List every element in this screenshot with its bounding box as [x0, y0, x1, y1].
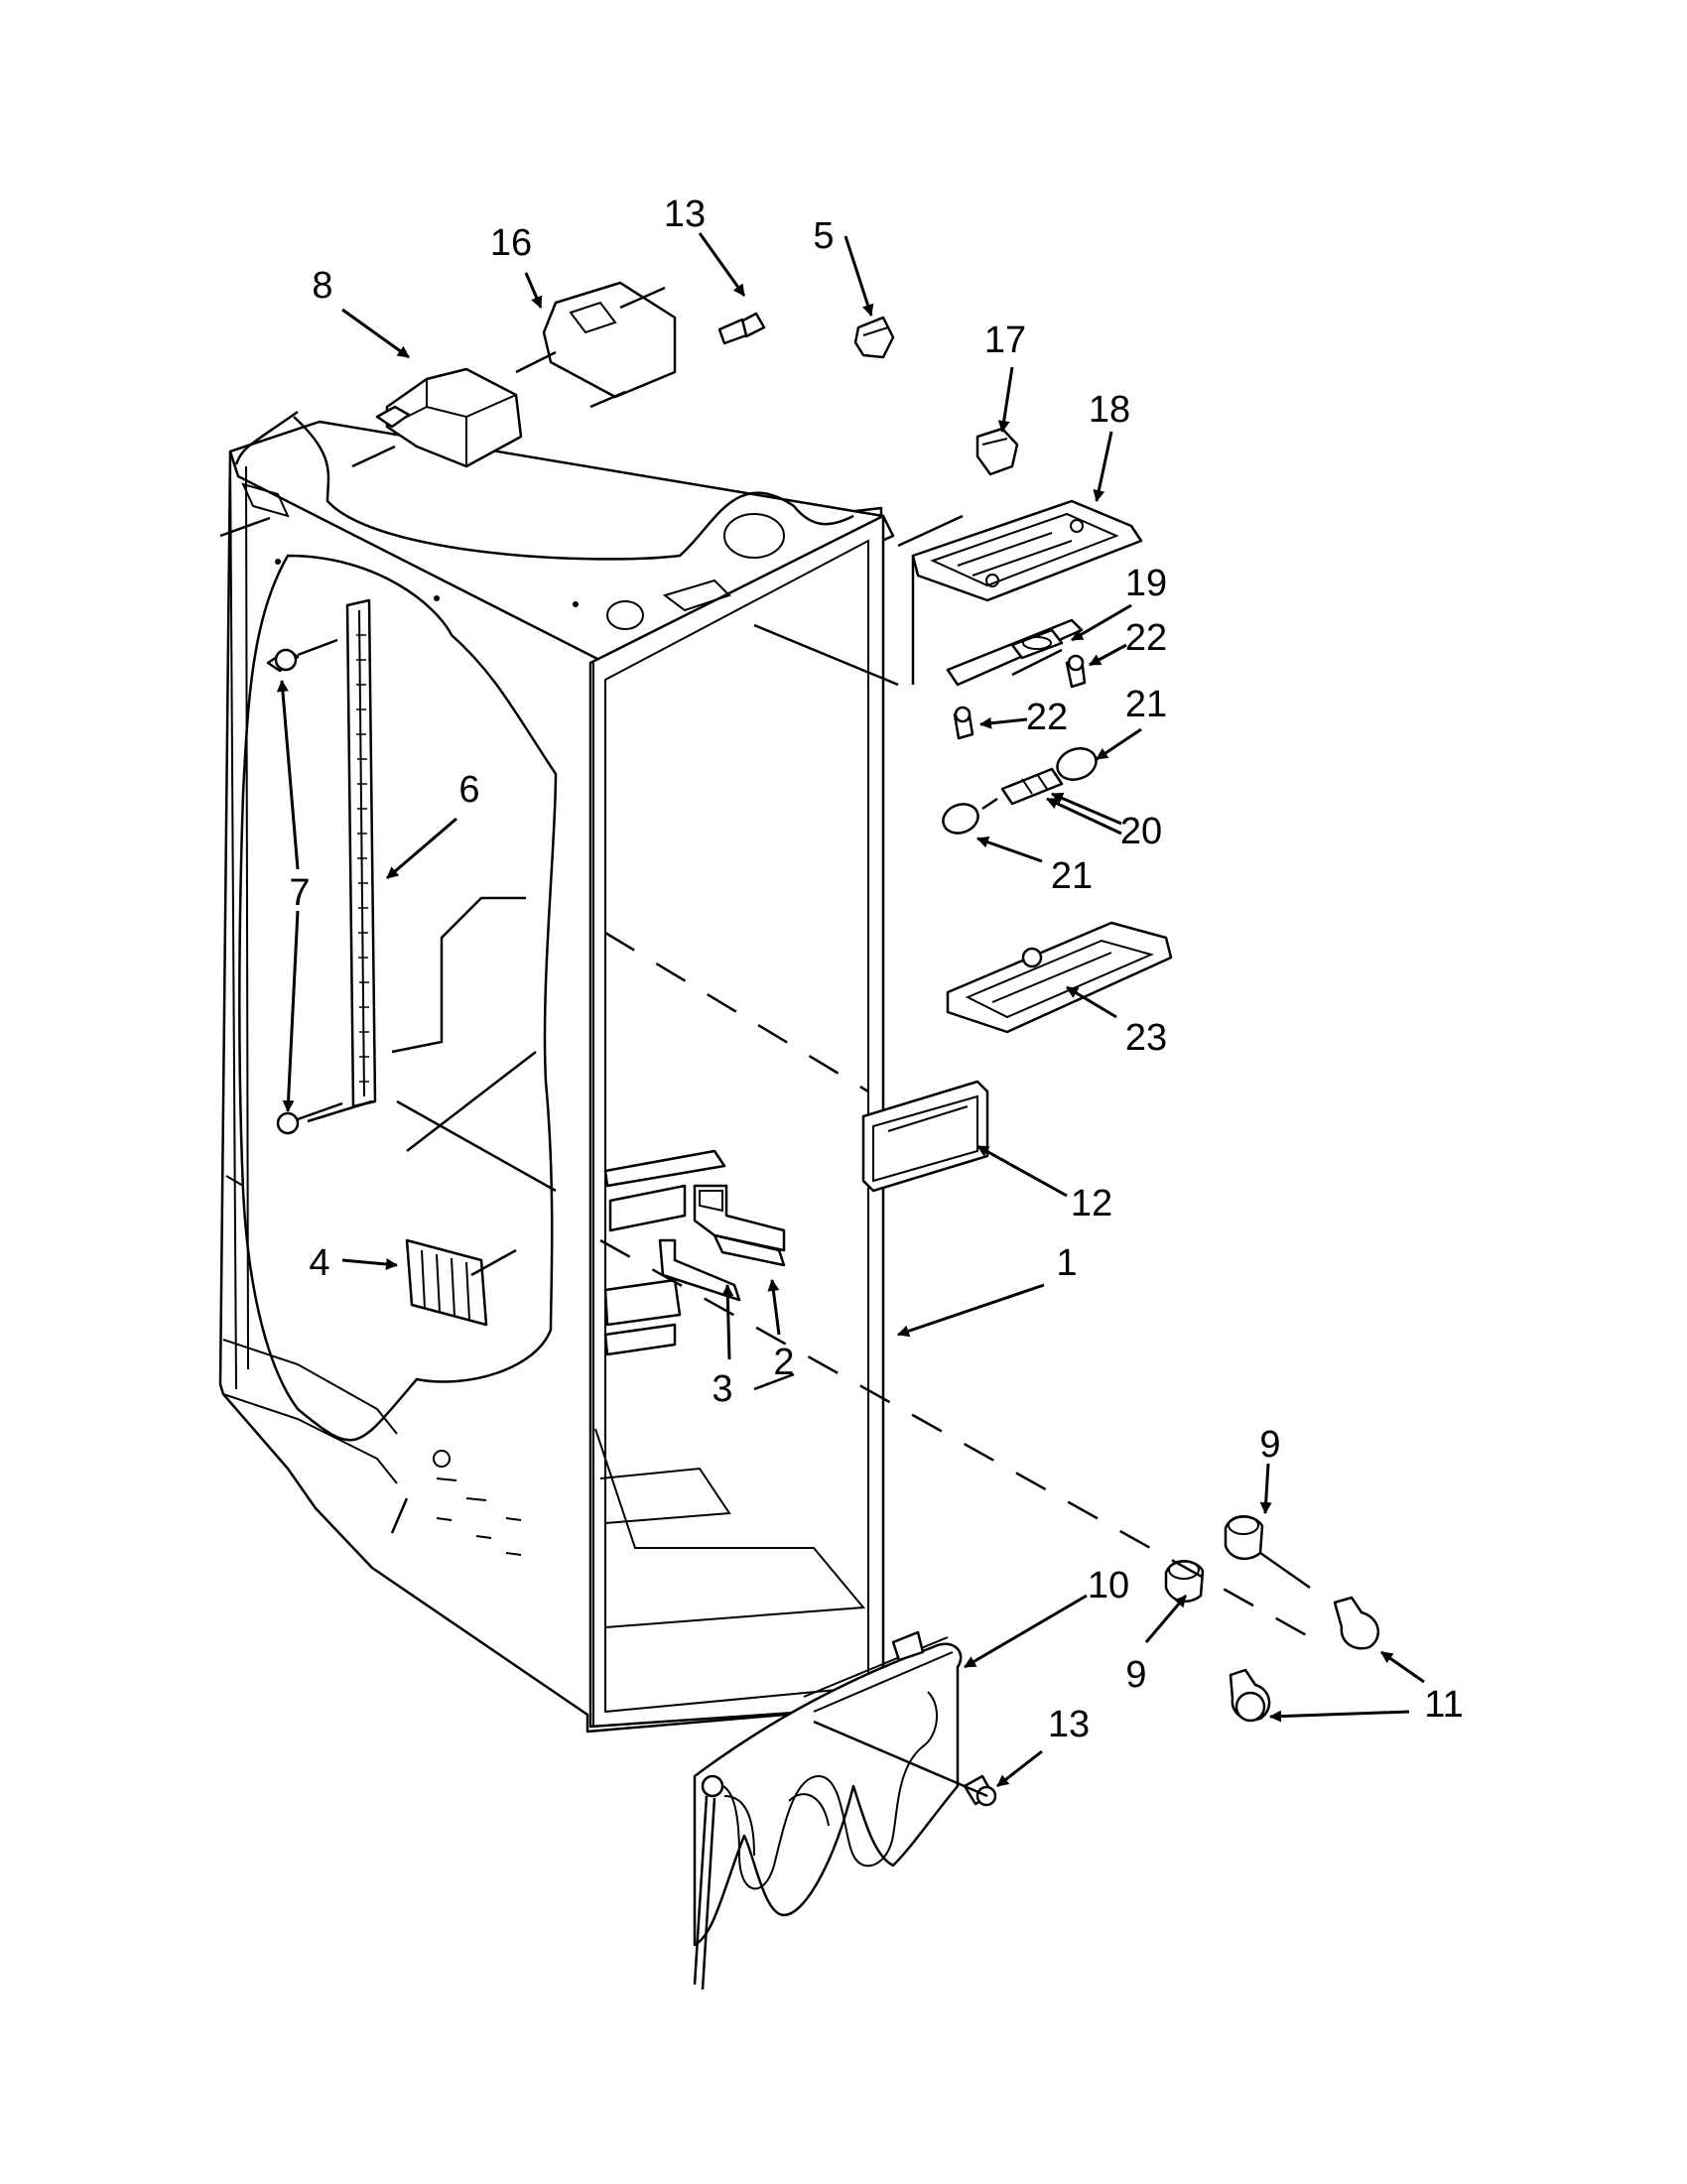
plug-11-lower — [1229, 1668, 1271, 1723]
callout-10: 10 — [1088, 1565, 1129, 1606]
screw-22-right — [1065, 654, 1087, 689]
callout-21-upper: 21 — [1125, 684, 1167, 725]
light-housing — [897, 499, 1143, 685]
plug-11-upper — [1333, 1596, 1380, 1650]
callout-9-lower: 9 — [1125, 1654, 1146, 1696]
light-shield — [946, 921, 1173, 1034]
callout-21-lower: 21 — [1051, 855, 1093, 897]
callout-13-bottom: 13 — [1048, 1704, 1090, 1745]
callout-2: 2 — [773, 1342, 794, 1383]
callout-5: 5 — [813, 215, 834, 257]
control-housing — [351, 367, 523, 468]
callout-13-top: 13 — [664, 193, 706, 235]
shelf-slide-2 — [693, 1184, 786, 1267]
callout-19: 19 — [1125, 563, 1167, 604]
callout-17: 17 — [984, 320, 1026, 361]
callout-16: 16 — [490, 222, 532, 264]
callout-12: 12 — [1071, 1183, 1112, 1224]
callout-9-upper: 9 — [1259, 1424, 1280, 1466]
callout-labels: 1 2 3 4 5 6 7 8 9 9 10 11 12 13 13 16 17… — [289, 193, 1463, 1745]
callout-4: 4 — [309, 1242, 329, 1284]
lamp-bulb-lower — [942, 803, 979, 835]
air-vent-grille — [405, 1238, 517, 1327]
shelf-ladder-rail — [345, 598, 377, 1108]
callout-23: 23 — [1125, 1017, 1167, 1059]
wiring-loop — [234, 410, 854, 561]
callout-1: 1 — [1056, 1242, 1077, 1284]
callout-6: 6 — [458, 769, 479, 811]
screw-7-upper — [266, 638, 338, 673]
light-bracket — [946, 618, 1084, 687]
mounting-clip — [853, 316, 895, 359]
mounting-bracket — [515, 281, 677, 409]
light-switch — [975, 427, 1019, 476]
callout-20: 20 — [1120, 811, 1162, 852]
callout-3: 3 — [712, 1368, 732, 1410]
callout-11: 11 — [1424, 1684, 1463, 1726]
cabinet-liner — [218, 420, 895, 1734]
screw-22-left — [953, 706, 974, 740]
callout-7: 7 — [289, 872, 310, 914]
callout-18: 18 — [1089, 389, 1130, 431]
screw-13-bottom — [963, 1774, 997, 1807]
callout-arrows — [276, 232, 1425, 1788]
grommet-9-upper — [1224, 1515, 1264, 1561]
assembly-lines — [307, 623, 1311, 1798]
callout-22-right: 22 — [1125, 617, 1167, 659]
lamp-bulb-upper — [1056, 747, 1098, 781]
lamp-socket-assembly — [981, 767, 1064, 811]
drain-heater-coil — [693, 1630, 963, 1991]
screw-7-lower — [276, 1101, 343, 1135]
callout-8: 8 — [312, 265, 332, 307]
gasket-loop — [238, 554, 558, 1442]
screw-13-top — [717, 312, 766, 345]
callout-22-left: 22 — [1026, 697, 1068, 738]
